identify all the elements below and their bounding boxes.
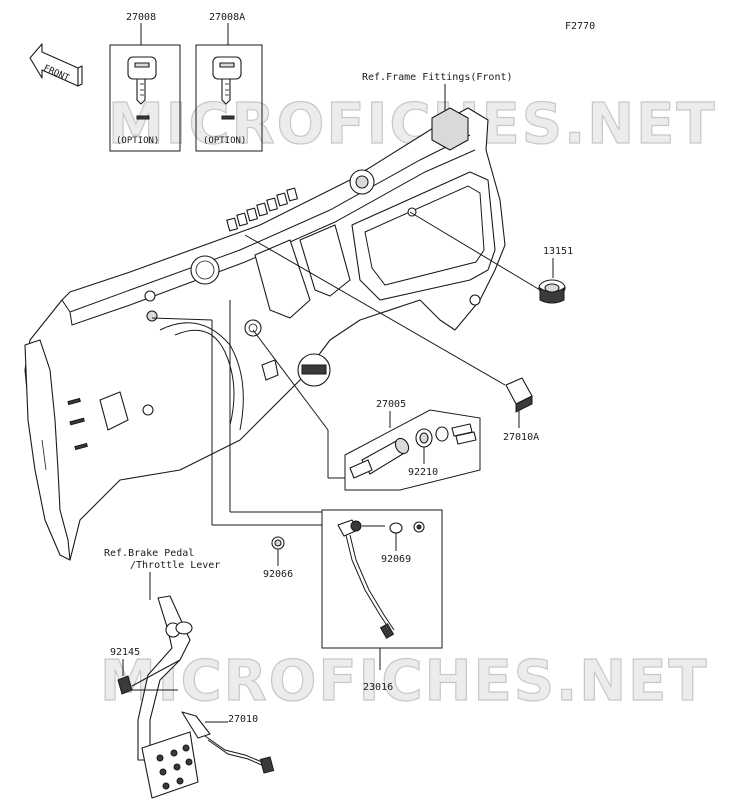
part-number-label: 27010 — [228, 714, 258, 725]
key-option-note: (OPTION) — [203, 136, 246, 146]
part-number-label: 27005 — [376, 399, 406, 410]
switch-slots — [226, 187, 298, 232]
part-number-label: 27010A — [503, 432, 539, 443]
rocker-switch-27010A: 27010A — [244, 234, 539, 443]
pedal-pad-studs — [156, 744, 193, 790]
front-arrow-icon: FRONT — [29, 43, 83, 87]
key-icon — [127, 56, 157, 105]
key-option-note: (OPTION) — [116, 136, 159, 146]
power-socket-13151: 13151 — [409, 211, 573, 304]
key-option-27008: 27008 (OPTION) — [109, 12, 181, 152]
part-number-label: 92210 — [408, 467, 438, 478]
key-part-number: 27008A — [209, 12, 245, 23]
part-number-label: 23016 — [363, 682, 393, 693]
key-icon — [212, 56, 242, 105]
part-number-label: 92145 — [110, 647, 140, 658]
part-number-label: 92066 — [263, 569, 293, 580]
brake-pedal-assembly: Ref.Brake Pedal /Throttle Lever 92145 27… — [104, 548, 275, 799]
diagram-id: F2770 — [565, 21, 595, 32]
ref-frame-fittings: Ref.Frame Fittings(Front) — [362, 72, 513, 83]
part-number-label: 92069 — [381, 554, 411, 565]
ref-brake-pedal: Ref.Brake Pedal — [104, 548, 194, 559]
harness-group-23016: 92069 23016 — [229, 300, 443, 693]
ref-throttle-lever: /Throttle Lever — [130, 560, 220, 571]
grommet-92066: 92066 — [151, 317, 322, 580]
key-part-number: 27008 — [126, 12, 156, 23]
watermark-bottom: MICROFICHES.NET — [100, 649, 709, 714]
ignition-switch-group-27005: 27005 92210 — [252, 329, 481, 491]
part-number-label: 13151 — [543, 246, 573, 257]
key-option-27008A: 27008A (OPTION) — [195, 12, 263, 152]
dashboard-panel — [24, 107, 506, 561]
